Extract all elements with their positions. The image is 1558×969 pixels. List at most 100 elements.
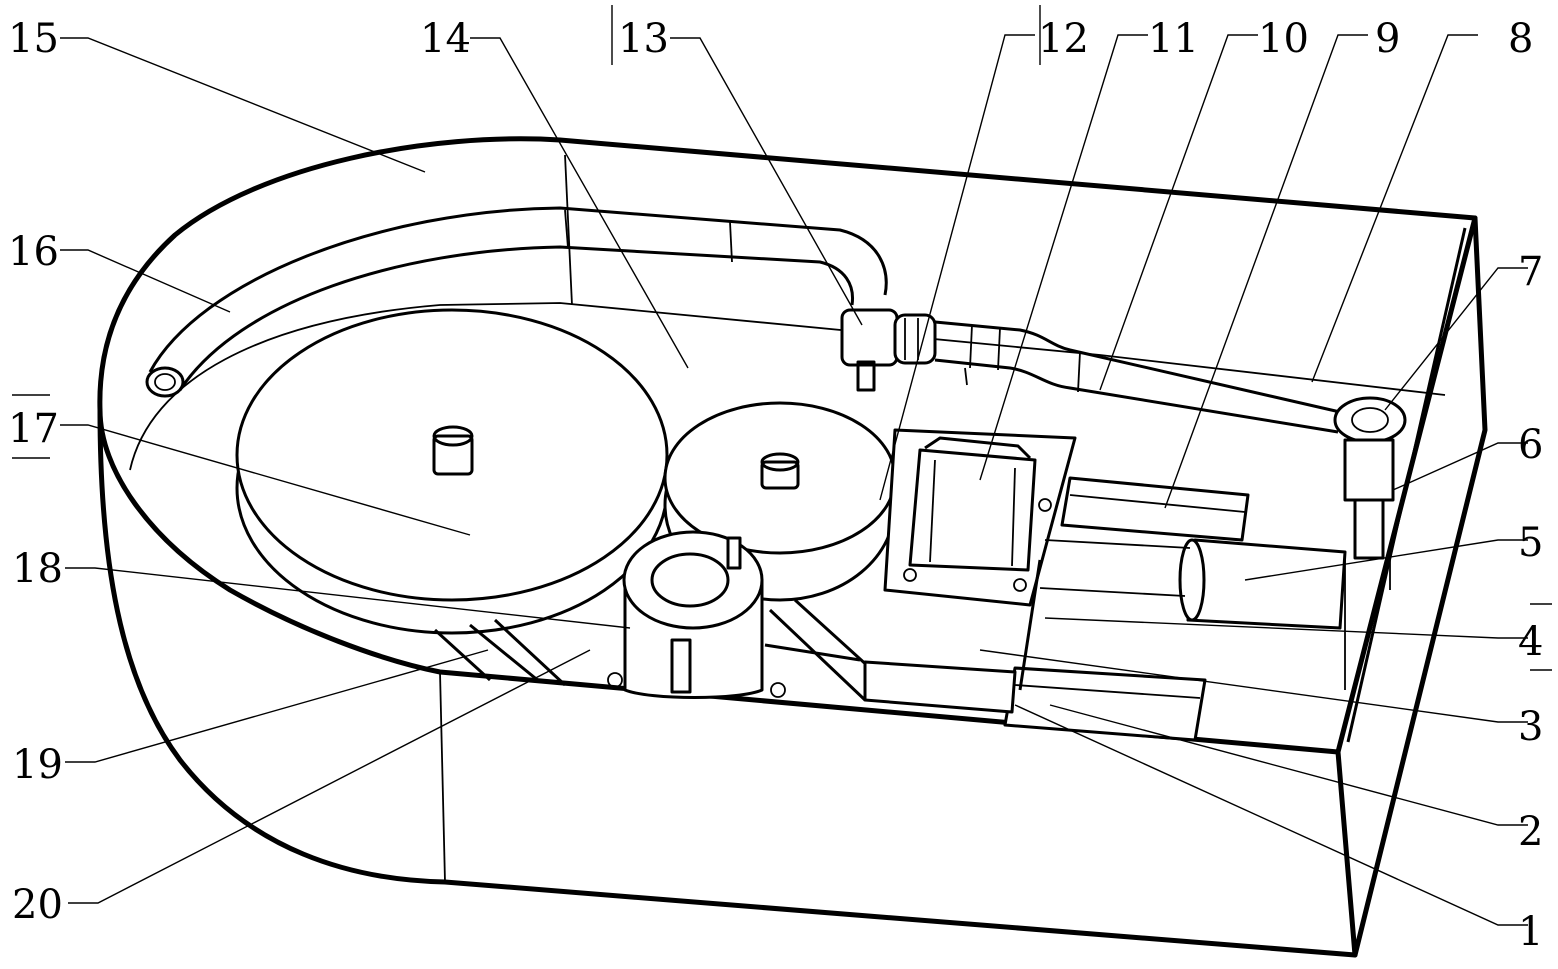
hose-band-2 xyxy=(997,327,1001,371)
housing xyxy=(97,136,1488,958)
tube-joint-2 xyxy=(564,209,569,249)
label-11: 11 xyxy=(1148,16,1199,62)
base-block xyxy=(863,660,1017,714)
motor-bolt-2 xyxy=(770,682,786,698)
leader-8 xyxy=(1311,34,1478,383)
leader-13 xyxy=(670,37,863,326)
motor-can-bore xyxy=(650,552,730,608)
pump-body xyxy=(1343,438,1395,502)
large-wheel-hub xyxy=(432,434,474,476)
motor-can-pin xyxy=(726,536,742,570)
rail-upper xyxy=(1060,476,1250,542)
label-13: 13 xyxy=(618,16,669,62)
cylinder-rod-top xyxy=(1044,539,1191,549)
leader-4 xyxy=(1044,617,1528,639)
motor-can xyxy=(607,530,786,699)
small-wheel-hub-top xyxy=(760,452,800,472)
label-4: 4 xyxy=(1518,619,1543,665)
housing-bottom-edge xyxy=(97,407,1358,958)
label-19: 19 xyxy=(12,742,63,788)
stepper-motor xyxy=(883,428,1077,607)
inner-shelf-edge xyxy=(129,302,1446,471)
motor-edge-2 xyxy=(1011,467,1016,567)
plate-bolt-1 xyxy=(903,568,917,582)
tube-outer-edge xyxy=(148,206,888,373)
leader-17 xyxy=(60,424,471,536)
leader-2 xyxy=(1049,704,1528,826)
part-labels: 1 2 3 4 5 6 7 8 9 10 11 12 13 14 15 16 1… xyxy=(8,16,1543,955)
pump-base xyxy=(1353,498,1385,560)
label-5: 5 xyxy=(1518,520,1543,566)
tube-end-inner xyxy=(154,373,176,391)
valve-coupler xyxy=(893,313,937,365)
cylinder-rod-bottom xyxy=(1039,587,1186,597)
leader-12 xyxy=(879,34,1035,501)
leader-5 xyxy=(1244,539,1528,581)
plate-bolt-2 xyxy=(1013,578,1027,592)
large-wheel xyxy=(235,308,669,635)
label-17: 17 xyxy=(8,406,59,452)
leader-7 xyxy=(1384,267,1528,411)
rail-lower xyxy=(1003,666,1207,742)
cylinder-end xyxy=(1178,538,1206,622)
label-6: 6 xyxy=(1518,422,1543,468)
label-15: 15 xyxy=(8,16,59,62)
strut-4 xyxy=(768,608,867,702)
tube-end-outer xyxy=(145,366,185,398)
hose-clip xyxy=(964,367,968,386)
label-3: 3 xyxy=(1518,704,1543,750)
pump-assembly xyxy=(1333,396,1407,690)
label-20: 20 xyxy=(12,882,63,928)
label-16: 16 xyxy=(8,229,59,275)
label-2: 2 xyxy=(1518,809,1543,855)
pump-top xyxy=(1333,396,1407,444)
leader-9 xyxy=(1164,34,1368,509)
label-9: 9 xyxy=(1375,16,1400,62)
linear-rails xyxy=(863,476,1250,742)
leader-lines xyxy=(12,5,1552,926)
valve-stem xyxy=(856,360,876,392)
label-10: 10 xyxy=(1258,16,1309,62)
plate-bolt-3 xyxy=(1038,498,1052,512)
leader-6 xyxy=(1392,442,1528,491)
small-wheel-hub xyxy=(760,460,800,490)
strut-6 xyxy=(764,643,861,662)
housing-inner-rim xyxy=(1346,227,1467,743)
motor-body xyxy=(908,448,1037,572)
hose-band-3 xyxy=(1077,351,1081,393)
label-14: 14 xyxy=(420,16,471,62)
label-8: 8 xyxy=(1508,16,1533,62)
leader-11 xyxy=(979,34,1148,481)
leader-16 xyxy=(60,249,231,313)
strut-5 xyxy=(793,598,872,670)
tube-inner-edge xyxy=(178,245,855,391)
valve-body xyxy=(840,308,899,367)
leader-1 xyxy=(1014,704,1528,926)
strut-3 xyxy=(493,618,567,687)
motor-bolt-1 xyxy=(607,672,623,688)
cylinder xyxy=(1039,538,1347,630)
housing-top-rim xyxy=(97,136,1478,755)
housing-right-face xyxy=(1335,215,1488,958)
leader-19 xyxy=(65,649,489,763)
leader-14 xyxy=(470,37,689,369)
leader-20 xyxy=(68,649,591,904)
housing-seam xyxy=(439,671,446,883)
leader-3 xyxy=(979,649,1528,723)
leader-10 xyxy=(1099,34,1258,391)
hose-band-1 xyxy=(969,324,973,369)
rail-lower-groove xyxy=(1014,684,1201,699)
pump-top-inner xyxy=(1351,407,1389,433)
label-1: 1 xyxy=(1518,909,1543,955)
carriage-edge xyxy=(1018,559,1042,691)
motor-can-post xyxy=(670,638,692,694)
frame-struts xyxy=(433,598,872,702)
leader-15 xyxy=(60,37,426,173)
inner-divider xyxy=(564,154,573,306)
strut-1 xyxy=(433,628,492,682)
label-7: 7 xyxy=(1518,249,1543,295)
label-12: 12 xyxy=(1038,16,1089,62)
large-wheel-hub-top xyxy=(432,425,474,447)
